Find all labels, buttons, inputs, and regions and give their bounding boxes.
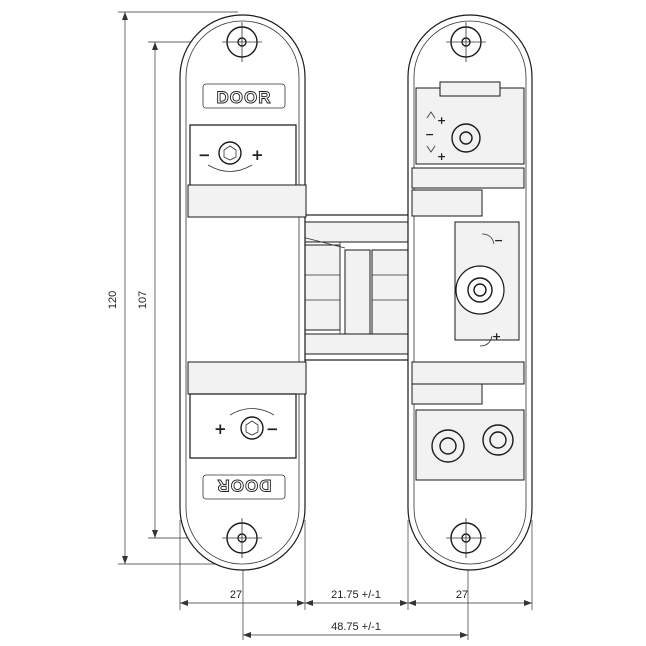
dim-width-axis: 48.75 +/-1	[331, 621, 381, 633]
door-label-top: DOOR	[217, 88, 272, 107]
left-bottom-plus: +	[214, 420, 227, 438]
dim-width-center: 21.75 +/-1	[331, 589, 381, 601]
right-center-cam	[455, 265, 505, 315]
right-top-adjust-screw	[451, 123, 481, 153]
right-hinge-plate: + − + − +	[407, 14, 533, 571]
dim-height-total: 120	[107, 291, 119, 309]
dim-width-left: 27	[230, 589, 242, 601]
right-bottom-screw-b	[482, 424, 514, 456]
right-top-minus: −	[425, 128, 434, 141]
right-center-minus: −	[494, 234, 503, 247]
right-center-plus: +	[492, 330, 501, 343]
right-bottom-screw-a	[431, 429, 465, 463]
door-label-bottom: DOOR	[217, 476, 272, 495]
dim-height-inner: 107	[137, 291, 149, 309]
left-bottom-minus: −	[266, 420, 279, 438]
left-hinge-plate: DOOR DOOR − + + −	[179, 14, 307, 571]
right-top-plus-1: +	[437, 114, 446, 127]
left-top-plus: +	[251, 146, 264, 164]
right-top-plus-2: +	[437, 150, 446, 163]
left-top-adjust-screw	[218, 141, 242, 165]
left-bottom-adjust-screw	[240, 416, 264, 440]
dim-width-right: 27	[456, 589, 468, 601]
left-top-minus: −	[198, 146, 211, 164]
